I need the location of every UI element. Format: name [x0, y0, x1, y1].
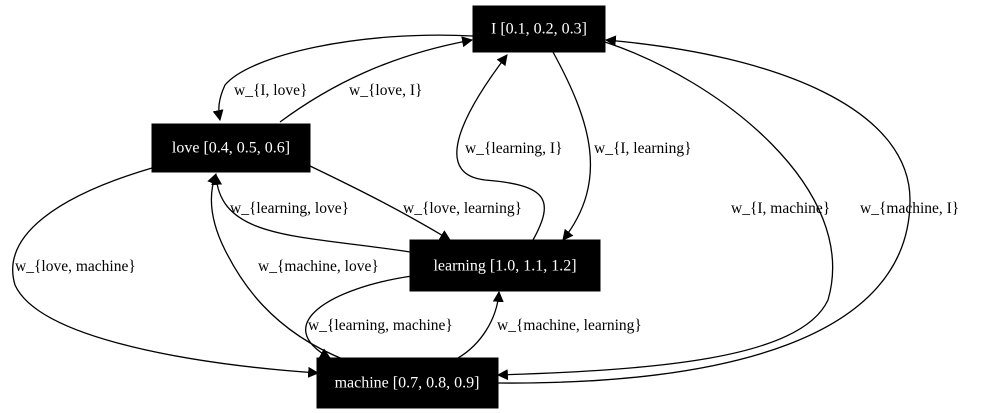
label-learning-to-i: w_{learning, I} [465, 140, 563, 157]
edge-love-to-i [279, 36, 474, 123]
label-machine-to-i: w_{machine, I} [860, 200, 959, 217]
edge-i-to-love [212, 34, 474, 122]
node-machine-label: machine [0.7, 0.8, 0.9] [335, 375, 480, 392]
edge-labels: w_{I, love} w_{love, I} w_{learning, I} … [15, 82, 959, 334]
edge-learning-to-i [456, 54, 545, 241]
node-i-box [472, 5, 606, 53]
label-machine-to-learning: w_{machine, learning} [497, 317, 642, 334]
node-love: love [0.4, 0.5, 0.6] [151, 123, 311, 173]
edge-machine-to-learning [457, 290, 504, 359]
edge-machine-to-i [497, 35, 911, 384]
label-love-to-learning: w_{love, learning} [403, 200, 522, 217]
label-i-to-machine: w_{I, machine} [731, 200, 830, 217]
edge-i-to-learning [552, 51, 592, 241]
label-i-to-learning: w_{I, learning} [594, 140, 692, 157]
edge-love-to-learning [309, 165, 451, 241]
edges [12, 34, 911, 384]
label-learning-to-machine: w_{learning, machine} [308, 317, 453, 334]
label-machine-to-love: w_{machine, love} [258, 258, 379, 275]
edge-i-to-machine [496, 41, 834, 381]
node-learning: learning [1.0, 1.1, 1.2] [409, 239, 601, 292]
edge-learning-to-love [211, 173, 411, 253]
node-i: I [0.1, 0.2, 0.3] [472, 5, 606, 53]
edge-machine-to-love [207, 172, 346, 361]
node-machine: machine [0.7, 0.8, 0.9] [316, 357, 499, 409]
node-learning-box [409, 239, 601, 292]
label-love-to-i: w_{love, I} [349, 82, 422, 99]
node-love-label: love [0.4, 0.5, 0.6] [172, 140, 290, 157]
node-i-label: I [0.1, 0.2, 0.3] [491, 21, 587, 38]
node-learning-label: learning [1.0, 1.1, 1.2] [433, 258, 576, 275]
edge-love-to-machine [12, 167, 320, 378]
node-machine-box [316, 357, 499, 409]
label-love-to-machine: w_{love, machine} [15, 258, 136, 275]
node-love-box [151, 123, 311, 173]
label-i-to-love: w_{I, love} [234, 82, 307, 99]
label-learning-to-love: w_{learning, love} [230, 200, 349, 217]
edge-learning-to-machine [305, 275, 413, 359]
